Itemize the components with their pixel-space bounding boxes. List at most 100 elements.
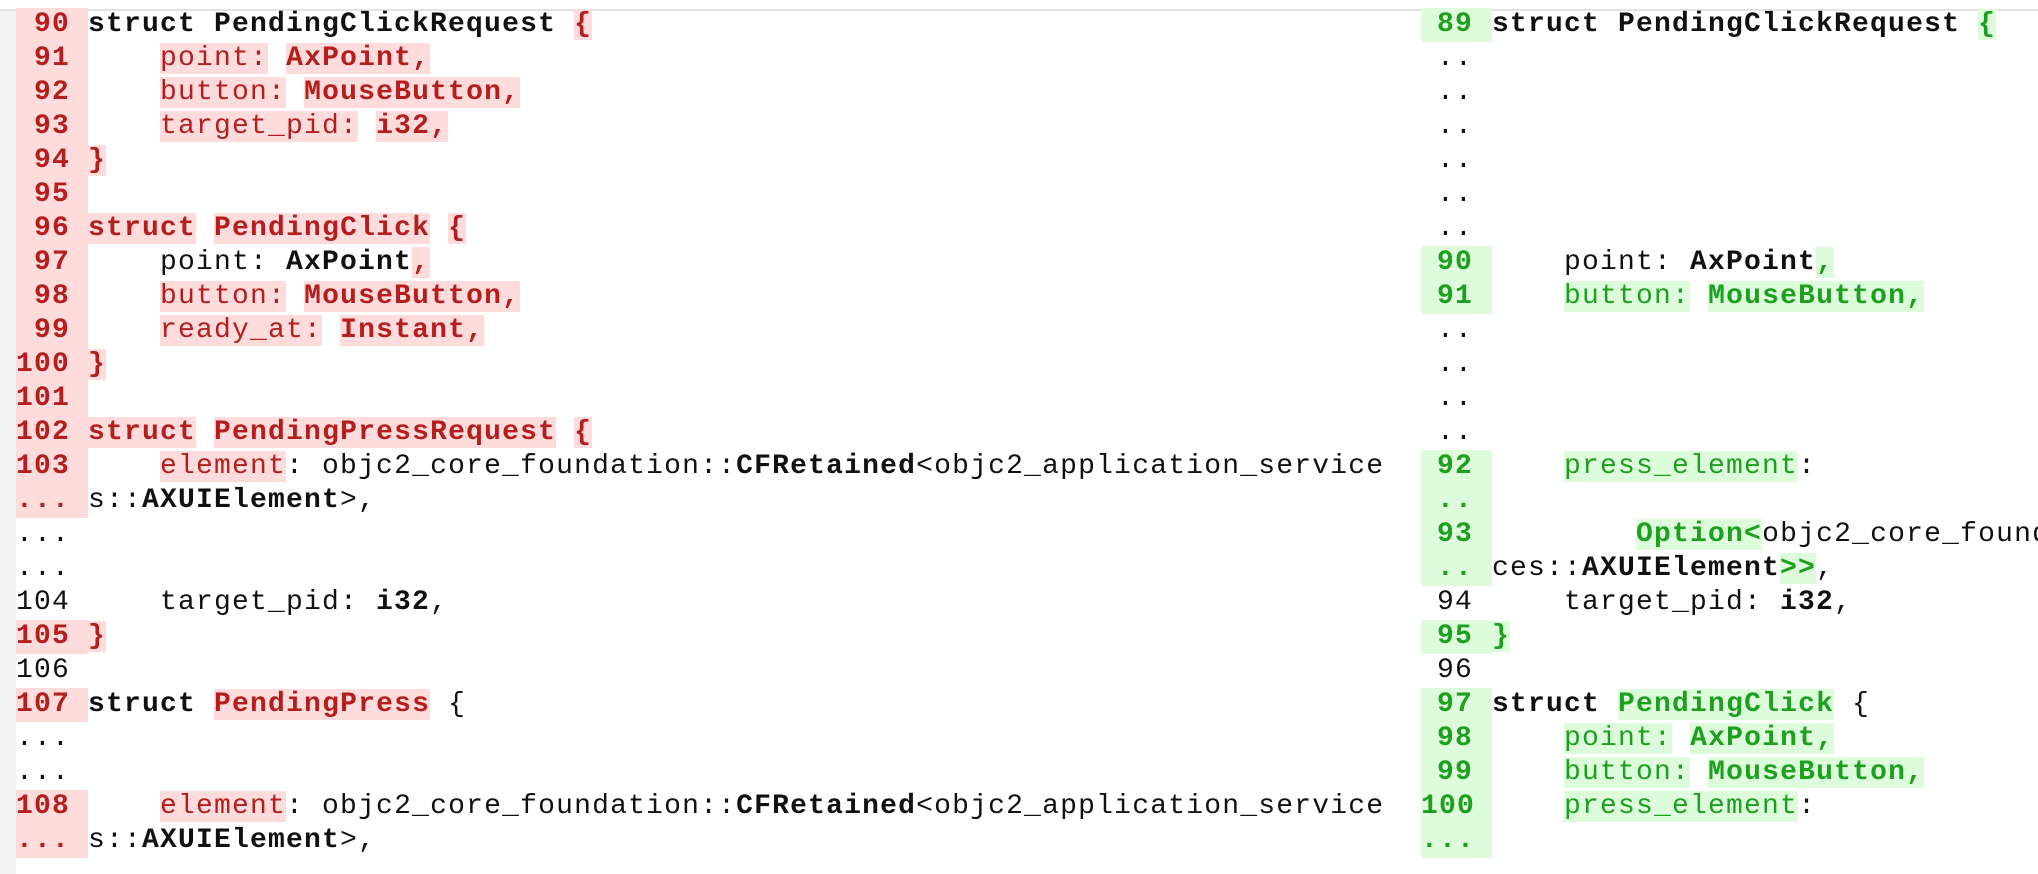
code-token xyxy=(268,43,286,74)
code-token xyxy=(1492,791,1564,822)
deleted-line: 98 button: MouseButton, xyxy=(16,280,1412,314)
code-token xyxy=(1492,451,1564,482)
code-token: struct xyxy=(88,417,197,448)
code-token: target_pid: xyxy=(1492,587,1781,618)
code-token xyxy=(88,281,160,312)
code-token xyxy=(88,111,160,142)
code-token: PendingClick xyxy=(214,213,431,244)
line-number: .. xyxy=(1436,349,1473,380)
code-token xyxy=(1492,281,1564,312)
top-border xyxy=(0,0,2038,11)
code-token: AXUIElement xyxy=(142,485,341,516)
code-token: s:: xyxy=(88,825,143,856)
added-line: 90 point: AxPoint, xyxy=(1421,246,2038,280)
added-line: .. xyxy=(1421,484,2038,518)
line-number: .. xyxy=(1436,43,1473,74)
code-text: s::AXUIElement>, xyxy=(88,484,376,518)
line-number: .. xyxy=(1436,179,1473,210)
line-number: 91 xyxy=(1421,280,1492,314)
code-token: point: xyxy=(88,247,287,278)
code-text: point: AxPoint, xyxy=(1492,246,1835,280)
code-token: } xyxy=(88,621,107,652)
code-token: , xyxy=(430,587,449,618)
deleted-line: 93 target_pid: i32, xyxy=(16,110,1412,144)
deleted-line: 95 xyxy=(16,178,1412,212)
line-number: 99 xyxy=(1421,756,1492,790)
line-number: .. xyxy=(1436,417,1473,448)
code-token: element xyxy=(160,791,287,822)
code-token xyxy=(430,213,448,244)
code-token: { xyxy=(448,213,467,244)
code-token xyxy=(196,689,214,720)
deleted-line: 105} xyxy=(16,620,1412,654)
line-number: 97 xyxy=(1421,688,1492,722)
line-number: 98 xyxy=(1421,722,1492,756)
context-line: ... xyxy=(16,722,1412,756)
line-number: ... xyxy=(16,519,71,550)
added-line: 92 press_element: xyxy=(1421,450,2038,484)
context-line: .. xyxy=(1421,314,2038,348)
code-token: button: xyxy=(1564,281,1691,312)
code-text: target_pid: i32, xyxy=(88,586,448,620)
context-line: .. xyxy=(1421,42,2038,76)
code-text: } xyxy=(88,620,107,654)
code-text: target_pid: i32, xyxy=(1492,586,1852,620)
code-token: PendingClick xyxy=(1618,689,1835,720)
code-text: struct PendingClick { xyxy=(1492,688,1870,722)
code-text: s::AXUIElement>, xyxy=(88,824,376,858)
code-token: Instant, xyxy=(340,315,485,346)
deleted-line: 103 element: objc2_core_foundation::CFRe… xyxy=(16,450,1412,484)
code-token: i32 xyxy=(1780,587,1835,618)
code-text: target_pid: i32, xyxy=(88,110,449,144)
context-line: .. xyxy=(1421,416,2038,450)
deleted-line: 94} xyxy=(16,144,1412,178)
code-token: <objc2_application_service xyxy=(916,791,1385,822)
code-token: { xyxy=(574,417,593,448)
code-token: MouseButton, xyxy=(304,281,521,312)
deleted-line: ...s::AXUIElement>, xyxy=(16,484,1412,518)
line-number: .. xyxy=(1436,77,1473,108)
deleted-line: 97 point: AxPoint, xyxy=(16,246,1412,280)
context-line: ... xyxy=(16,518,1412,552)
code-token: point: xyxy=(1492,247,1691,278)
code-token: struct xyxy=(88,213,197,244)
line-number: 95 xyxy=(16,178,88,212)
context-line: .. xyxy=(1421,76,2038,110)
code-text: point: AxPoint, xyxy=(1492,722,1835,756)
code-token: AxPoint xyxy=(286,247,413,278)
code-text: button: MouseButton, xyxy=(1492,756,1925,790)
code-token: target_pid: xyxy=(160,111,359,142)
left-margin-strip xyxy=(0,11,16,874)
line-number: ... xyxy=(16,757,71,788)
code-text: struct PendingPressRequest { xyxy=(88,416,593,450)
code-token xyxy=(196,213,214,244)
code-token xyxy=(1492,723,1564,754)
code-token: struct PendingClickRequest xyxy=(88,9,557,40)
line-number: 90 xyxy=(16,8,88,42)
code-token: } xyxy=(88,349,107,380)
line-number: 89 xyxy=(1421,8,1492,42)
code-token: ces:: xyxy=(1492,553,1583,584)
code-token xyxy=(196,417,214,448)
line-number: 92 xyxy=(1421,450,1492,484)
code-token: PendingPress xyxy=(214,689,431,720)
code-token: AxPoint, xyxy=(286,43,431,74)
code-text: button: MouseButton, xyxy=(88,76,521,110)
deleted-line: 100} xyxy=(16,348,1412,382)
line-number: 94 xyxy=(1436,587,1473,618)
code-token xyxy=(286,77,304,108)
code-token: { xyxy=(430,689,467,720)
code-token xyxy=(88,451,160,482)
context-line: .. xyxy=(1421,348,2038,382)
added-line: ... xyxy=(1421,824,2038,858)
code-token: s:: xyxy=(88,485,143,516)
added-line: 100 press_element: xyxy=(1421,790,2038,824)
code-token xyxy=(556,417,574,448)
context-line: .. xyxy=(1421,110,2038,144)
code-token: >, xyxy=(340,825,377,856)
